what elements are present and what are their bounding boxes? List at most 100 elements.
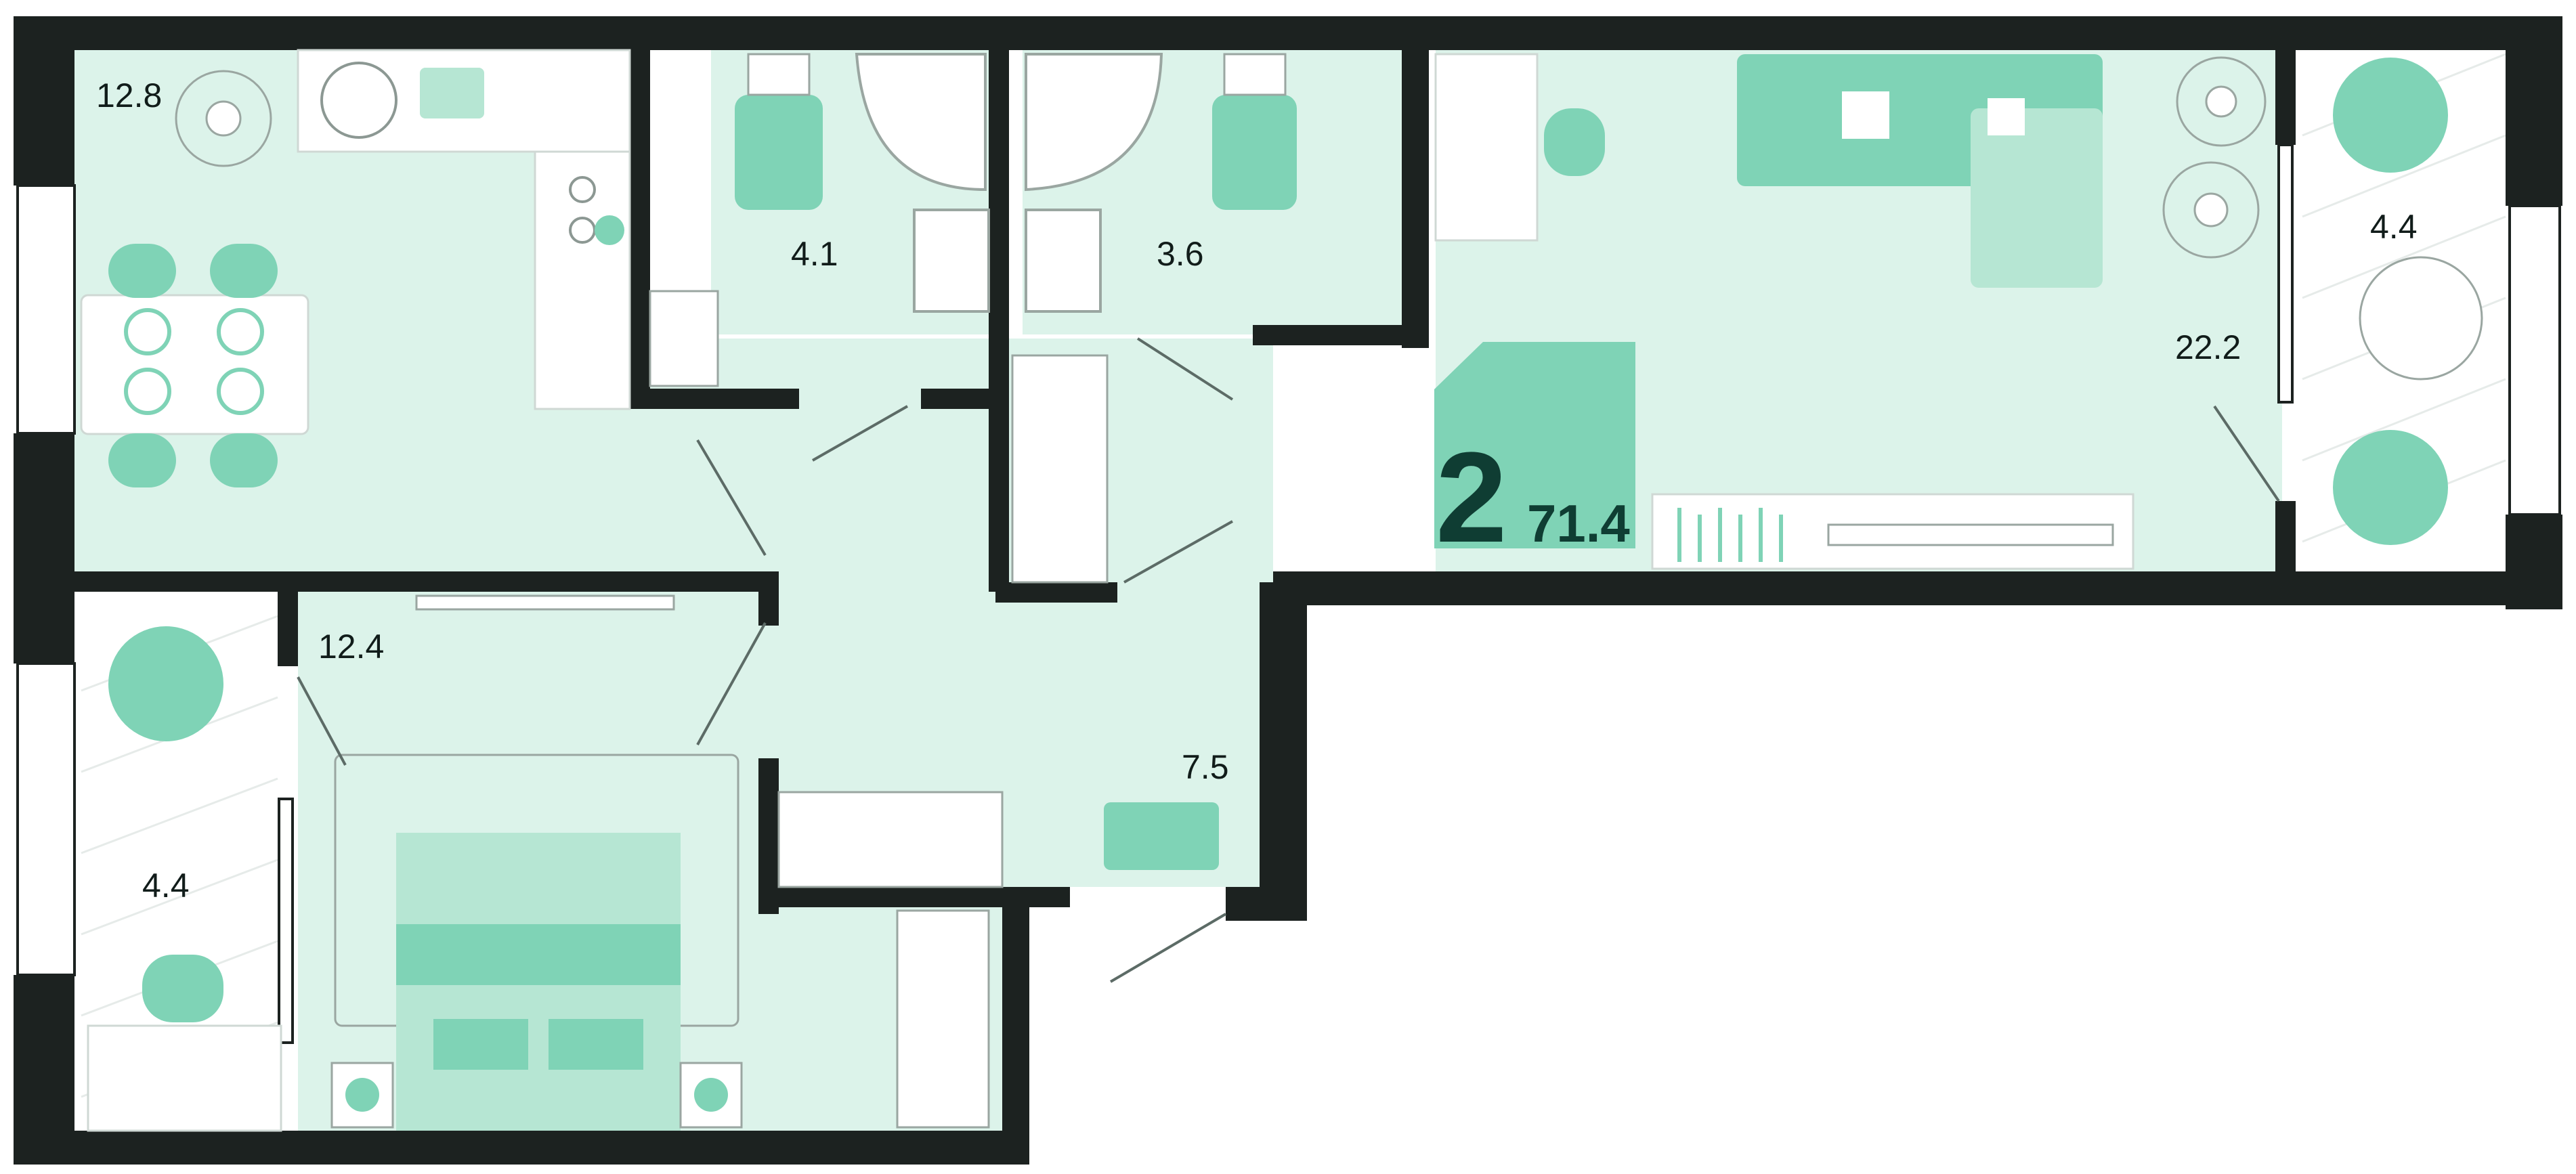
apartment-badge: 2 71.4 (1434, 342, 1635, 569)
wall-hall-right (1260, 582, 1307, 921)
balcony-right-furniture (2333, 58, 2483, 545)
toilet-icon (1212, 95, 1297, 210)
living-furniture (1434, 53, 2267, 570)
kitchen-furniture (80, 49, 631, 487)
wall-closet-bottom (995, 582, 1117, 603)
doors (297, 337, 2280, 983)
wardrobe (896, 909, 990, 1129)
plant-icon (175, 70, 272, 167)
armchair-icon (2333, 58, 2448, 173)
lamp-icon (345, 1078, 379, 1112)
bathroom-2-area: 3.6 (1157, 235, 1204, 273)
wall-bottom-left (14, 1131, 1023, 1165)
balcony-right-area: 4.4 (2370, 208, 2418, 246)
bedroom-window (16, 662, 76, 976)
walls (14, 16, 2562, 1165)
doormat-icon (1104, 802, 1219, 870)
lamp-icon (694, 1078, 728, 1112)
wall-left-lower (14, 975, 74, 1151)
wall-bath2-bottom (921, 389, 1009, 409)
plate-icon (217, 368, 264, 415)
bathroom-furniture (649, 53, 1297, 387)
total-area: 71.4 (1527, 494, 1630, 553)
wall-left-mid (14, 433, 74, 664)
dining-table (80, 294, 309, 435)
wall-mid-horizontal (1273, 571, 2562, 605)
chair-icon (108, 433, 176, 487)
plate-icon (124, 368, 171, 415)
wall-balcony-right-div-lower (2275, 501, 2296, 575)
radiator-icon (415, 594, 675, 611)
wall-bath1-bottom (630, 389, 799, 409)
wardrobe (777, 791, 1004, 888)
door-swing (1136, 337, 1234, 401)
balcony-left-area: 4.4 (142, 867, 190, 905)
desk (87, 1024, 282, 1132)
wall-kitchen-bottom (74, 571, 772, 592)
door-swing (812, 405, 908, 462)
round-table-icon (2359, 256, 2483, 381)
plant-icon (2176, 56, 2267, 147)
nightstand-icon (330, 1062, 394, 1129)
shower-icon (855, 53, 987, 192)
wardrobe (1011, 354, 1109, 584)
wall-bath-div (989, 50, 1009, 592)
pillow-icon (433, 1019, 528, 1070)
blanket-stripe (396, 924, 681, 985)
balcony-left-furniture (87, 626, 282, 1132)
bathroom-1-area: 4.1 (791, 235, 838, 273)
windows (16, 144, 2561, 1044)
plate-icon (124, 308, 171, 355)
chair-icon (1544, 108, 1605, 176)
stove-burner-icon (569, 176, 596, 203)
sofa-chaise (1971, 108, 2103, 288)
wall-right-outer (2506, 16, 2562, 206)
wall-hall-bottom (1226, 887, 1307, 921)
chair-icon (210, 244, 278, 298)
bedroom-furniture (330, 594, 990, 1131)
sink-icon (320, 62, 398, 139)
door-swing (297, 676, 347, 766)
chair-icon (210, 433, 278, 487)
plant-icon (2162, 161, 2260, 259)
books-icon (1677, 508, 1783, 562)
rooms-count: 2 (1436, 426, 1507, 569)
kitchen-counter-side (534, 150, 631, 410)
badge-shape (1434, 342, 1635, 548)
balcony-door-left (278, 798, 294, 1044)
balcony-door-right (2277, 144, 2294, 404)
pot-icon (595, 215, 624, 245)
door-swing (696, 622, 767, 745)
room-labels: 12.8 4.1 3.6 22.2 4.4 12.4 7.5 4.4 (96, 77, 2418, 905)
washbasin-icon (1025, 209, 1102, 313)
door-swing (1109, 913, 1227, 983)
cushion-icon (1988, 98, 2025, 135)
door-swing (1123, 520, 1233, 584)
wall-living-left (1402, 50, 1429, 348)
wall-left-upper (14, 16, 74, 186)
hallway-area: 7.5 (1182, 748, 1229, 786)
chair-icon (108, 244, 176, 298)
cutting-board-icon (420, 68, 484, 118)
toilet-tank-icon (747, 53, 811, 96)
door-swing (696, 439, 767, 557)
wall-kitchen-right (630, 50, 650, 409)
toilet-tank-icon (1223, 53, 1287, 96)
plate-icon (217, 308, 264, 355)
washbasin-icon (913, 209, 990, 313)
bedroom-area: 12.4 (318, 628, 384, 666)
wall-balcony-right-div (2275, 50, 2296, 145)
toilet-icon (735, 95, 823, 210)
plates (124, 308, 264, 415)
cushion-icon (1842, 91, 1889, 139)
wall-top (14, 16, 2562, 50)
shower-icon (1025, 53, 1163, 192)
hallway-furniture (777, 354, 1219, 888)
door-swing (2213, 405, 2280, 502)
wall-kitchen-stub (758, 571, 779, 626)
armchair-icon (2333, 430, 2448, 545)
washing-machine-icon (649, 290, 719, 387)
balcony-right-window (2508, 204, 2561, 516)
pillow-icon (549, 1019, 643, 1070)
